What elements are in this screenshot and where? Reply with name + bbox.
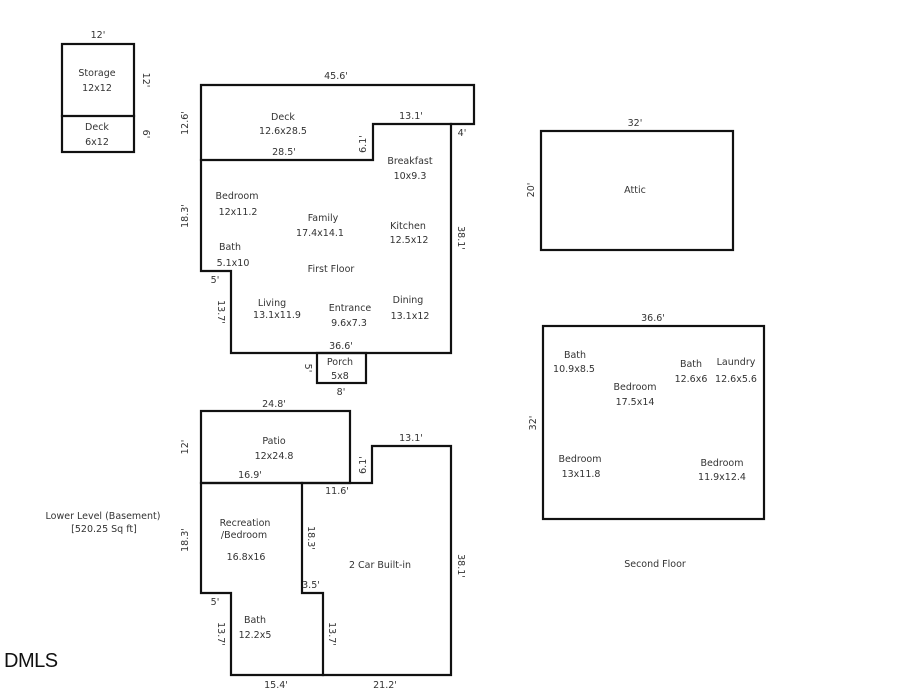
room-entrance-name: Entrance xyxy=(329,303,372,314)
room-porch-size: 5x8 xyxy=(331,371,349,382)
dim-storage-top: 12' xyxy=(91,30,106,41)
dim-ll-step-bottom: 11.6' xyxy=(325,486,349,497)
first-floor-plan: 45.6' 12.6' 28.5' 6.1' 13.1' 4' 18.3' 38… xyxy=(180,71,476,398)
lower-level-interior-wall xyxy=(300,481,325,677)
room-kitchen-name: Kitchen xyxy=(390,221,426,232)
dim-ff-jog: 5' xyxy=(211,275,220,286)
dim-ll-jog: 5' xyxy=(211,597,220,608)
room-ff-bedroom-name: Bedroom xyxy=(216,191,259,202)
dim-ff-bottom: 36.6' xyxy=(329,341,353,352)
dim-ll-inner-lower: 13.7' xyxy=(326,622,337,646)
room-sf-bedroom3-name: Bedroom xyxy=(701,458,744,469)
room-living-size: 13.1x11.9 xyxy=(253,310,301,321)
room-deck-name: Deck xyxy=(85,122,109,133)
dim-storage-right: 12' xyxy=(140,73,151,88)
room-sf-bath1-name: Bath xyxy=(564,350,586,361)
room-patio-size: 12x24.8 xyxy=(255,451,294,462)
room-sf-bedroom2-name: Bedroom xyxy=(559,454,602,465)
room-living-name: Living xyxy=(258,298,286,309)
lower-level-outline xyxy=(199,444,453,677)
room-ff-bath-name: Bath xyxy=(219,242,241,253)
first-floor-title: First Floor xyxy=(308,264,355,275)
room-sf-bedroom3-size: 11.9x12.4 xyxy=(698,472,746,483)
room-ll-bath-name: Bath xyxy=(244,615,266,626)
room-sf-bath1-size: 10.9x8.5 xyxy=(553,364,595,375)
room-kitchen-size: 12.5x12 xyxy=(390,235,429,246)
room-sf-bath2-name: Bath xyxy=(680,359,702,370)
room-sf-bedroom1-name: Bedroom xyxy=(614,382,657,393)
room-dining-name: Dining xyxy=(393,295,424,306)
dim-ll-inner-upper: 18.3' xyxy=(305,526,316,550)
dim-ff-right: 38.1' xyxy=(455,226,466,250)
dim-ff-left-lower: 13.7' xyxy=(215,300,226,324)
room-recreation-name: Recreation xyxy=(220,518,271,529)
dim-attic-top: 32' xyxy=(628,118,643,129)
storage-outline xyxy=(60,42,136,154)
dim-ff-left-upper: 18.3' xyxy=(180,204,191,228)
dim-ff-step-top: 13.1' xyxy=(399,111,423,122)
dim-ll-patio-top: 24.8' xyxy=(262,399,286,410)
dim-ff-left-deck: 12.6' xyxy=(180,111,191,135)
room-entrance-size: 9.6x7.3 xyxy=(331,318,367,329)
room-garage-name: 2 Car Built-in xyxy=(349,560,411,571)
second-floor-plan: 36.6' 32' Bath 10.9x8.5 Bedroom 17.5x14 … xyxy=(528,313,766,570)
second-floor-title: Second Floor xyxy=(624,559,686,570)
dim-ll-patio-bottom: 16.9' xyxy=(238,470,262,481)
room-family-size: 17.4x14.1 xyxy=(296,228,344,239)
dim-ll-left-upper: 18.3' xyxy=(180,528,191,552)
room-breakfast-size: 10x9.3 xyxy=(394,171,427,182)
dim-ll-bottom-left: 15.4' xyxy=(264,680,288,691)
storage-plan: 12' 12' 6' Storage 12x12 Deck 6x12 xyxy=(60,30,151,154)
dim-ff-top: 45.6' xyxy=(324,71,348,82)
second-floor-outline xyxy=(541,324,766,521)
dim-attic-left: 20' xyxy=(526,183,537,198)
room-sf-bedroom2-size: 13x11.8 xyxy=(562,469,601,480)
room-breakfast-name: Breakfast xyxy=(387,156,432,167)
dim-ff-right-step: 4' xyxy=(458,128,467,139)
room-ll-bath-size: 12.2x5 xyxy=(239,630,272,641)
dim-ll-step: 6.1' xyxy=(358,456,369,474)
dim-ll-patio-left: 12' xyxy=(180,440,191,455)
dim-deck-right: 6' xyxy=(140,130,151,139)
room-laundry-name: Laundry xyxy=(717,357,756,368)
dim-sf-left: 32' xyxy=(528,416,539,431)
room-ff-deck-name: Deck xyxy=(271,112,295,123)
room-storage-name: Storage xyxy=(78,68,115,79)
room-sf-bath2-size: 12.6x6 xyxy=(675,374,708,385)
room-deck-size: 6x12 xyxy=(85,137,109,148)
dim-ll-right: 38.1' xyxy=(455,554,466,578)
room-storage-size: 12x12 xyxy=(82,83,112,94)
first-floor-outline xyxy=(199,122,453,355)
dim-porch-bottom: 8' xyxy=(337,387,346,398)
attic-plan: 32' 20' Attic xyxy=(526,118,735,252)
dmls-watermark-logo: DMLS xyxy=(4,650,58,672)
room-recreation-name2: /Bedroom xyxy=(221,530,267,541)
dim-porch-left: 5' xyxy=(302,364,313,373)
room-ff-deck-size: 12.6x28.5 xyxy=(259,126,307,137)
room-dining-size: 13.1x12 xyxy=(391,311,430,322)
patio-outline xyxy=(199,409,352,485)
room-porch-name: Porch xyxy=(327,357,353,368)
room-attic-name: Attic xyxy=(624,185,646,196)
lower-level-plan: 24.8' 12' 16.9' 6.1' 13.1' 11.6' 18.3' 1… xyxy=(46,399,466,691)
dim-ll-inner-jog: 3.5' xyxy=(302,580,320,591)
porch-outline xyxy=(315,351,368,385)
dim-ll-bottom-right: 21.2' xyxy=(373,680,397,691)
room-sf-bedroom1-size: 17.5x14 xyxy=(616,397,655,408)
room-patio-name: Patio xyxy=(262,436,285,447)
dim-ll-left-lower: 13.7' xyxy=(215,622,226,646)
attic-outline xyxy=(539,129,735,252)
dim-sf-top: 36.6' xyxy=(641,313,665,324)
room-ff-bedroom-size: 12x11.2 xyxy=(219,207,258,218)
lower-level-area: [520.25 Sq ft] xyxy=(71,524,137,535)
room-ff-bath-size: 5.1x10 xyxy=(217,258,250,269)
lower-level-title: Lower Level (Basement) xyxy=(46,511,161,522)
room-family-name: Family xyxy=(308,213,339,224)
room-recreation-size: 16.8x16 xyxy=(227,552,266,563)
room-laundry-size: 12.6x5.6 xyxy=(715,374,757,385)
dim-ll-garage-top: 13.1' xyxy=(399,433,423,444)
dim-ff-step: 6.1' xyxy=(358,135,369,153)
dim-ff-deck-bottom: 28.5' xyxy=(272,147,296,158)
first-floor-deck-outline xyxy=(199,83,476,162)
